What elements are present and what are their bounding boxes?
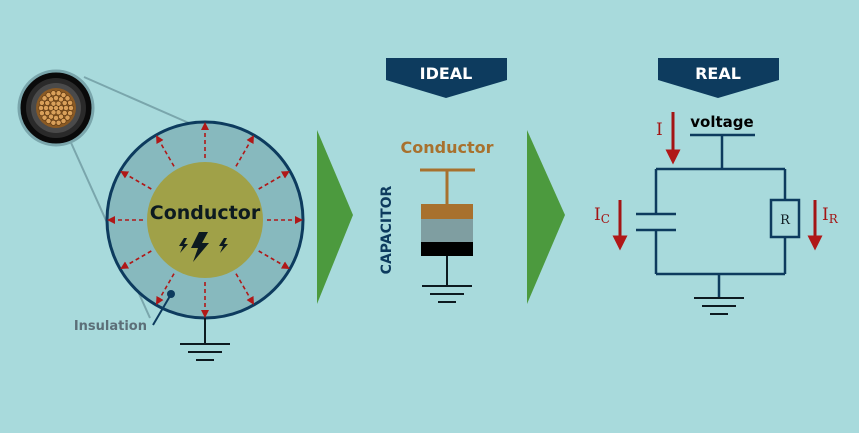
copper-strand (41, 95, 48, 102)
current-total-label: I (656, 120, 663, 140)
copper-strand (45, 118, 52, 124)
resistor-box (769, 198, 801, 239)
copper-strand (50, 119, 57, 126)
copper-strand (58, 96, 64, 103)
field-arrow (235, 135, 254, 167)
field-arrow (156, 135, 175, 167)
copper-strand (45, 92, 52, 98)
insulation-pointer-dot (167, 290, 175, 298)
zoom-line-upper (83, 76, 199, 128)
capacitor-ground-block (421, 242, 473, 256)
real-banner-label: REAL (695, 64, 741, 83)
insulation-label: Insulation (74, 319, 147, 334)
capacitor-dielectric-block (421, 219, 473, 242)
field-arrow (258, 250, 290, 269)
ideal-banner (386, 58, 507, 98)
copper-strand (55, 100, 62, 107)
voltage-label: voltage (690, 113, 753, 131)
copper-strand (53, 95, 59, 101)
field-arrow (258, 171, 290, 190)
ideal-banner-label: IDEAL (420, 64, 473, 83)
copper-strand (67, 110, 73, 117)
copper-strand (64, 95, 71, 102)
ideal-section: IDEAL Conductor CAPACITOR (379, 58, 507, 303)
capacitor-vertical-label: CAPACITOR (379, 185, 395, 274)
copper-strand (50, 90, 57, 97)
copper-strand (53, 115, 59, 121)
copper-strand (39, 110, 45, 117)
field-arrow (120, 250, 152, 269)
real-ground-symbol (694, 297, 744, 315)
insulation-pointer-line (152, 295, 171, 326)
copper-strand (39, 99, 45, 106)
lightning-bolt-icon (179, 232, 228, 262)
real-banner (658, 58, 779, 98)
copper-strand (50, 109, 57, 116)
copper-strand (61, 100, 68, 106)
copper-strand (55, 119, 62, 126)
copper-strand (55, 90, 62, 97)
field-arrow (235, 273, 254, 305)
field-arrow (120, 171, 152, 190)
current-resistive-label: IR (822, 205, 839, 226)
capacitor-conductor-block (421, 204, 473, 219)
cable-ground-symbol (180, 318, 230, 361)
ideal-ground-symbol (422, 256, 472, 303)
ideal-conductor-label: Conductor (401, 138, 494, 157)
copper-strand (44, 110, 51, 116)
copper-strand (43, 105, 49, 111)
arrow-to-ideal (317, 130, 353, 304)
copper-strand (67, 99, 73, 106)
current-capacitive-label: IC (594, 205, 610, 226)
copper-strand (41, 114, 48, 121)
conductor-core (147, 162, 263, 278)
copper-strand (64, 114, 71, 121)
arrow-to-real (527, 130, 565, 304)
cable-thumbnail (17, 69, 95, 147)
real-circuit-wires (654, 133, 787, 298)
cable-conductor-label: Conductor (150, 202, 261, 224)
copper-strand (38, 105, 44, 111)
copper-strand (68, 105, 74, 111)
copper-strand (60, 118, 67, 124)
real-section: REAL voltage R I IC (594, 58, 839, 315)
resistor-label: R (780, 213, 791, 228)
electric-field-arrows (107, 122, 303, 318)
cable-cross-section: Conductor Insulation (17, 69, 305, 361)
copper-strand (60, 92, 67, 98)
copper-strand (48, 113, 54, 120)
copper-strand (63, 105, 69, 111)
field-arrow (156, 273, 175, 305)
